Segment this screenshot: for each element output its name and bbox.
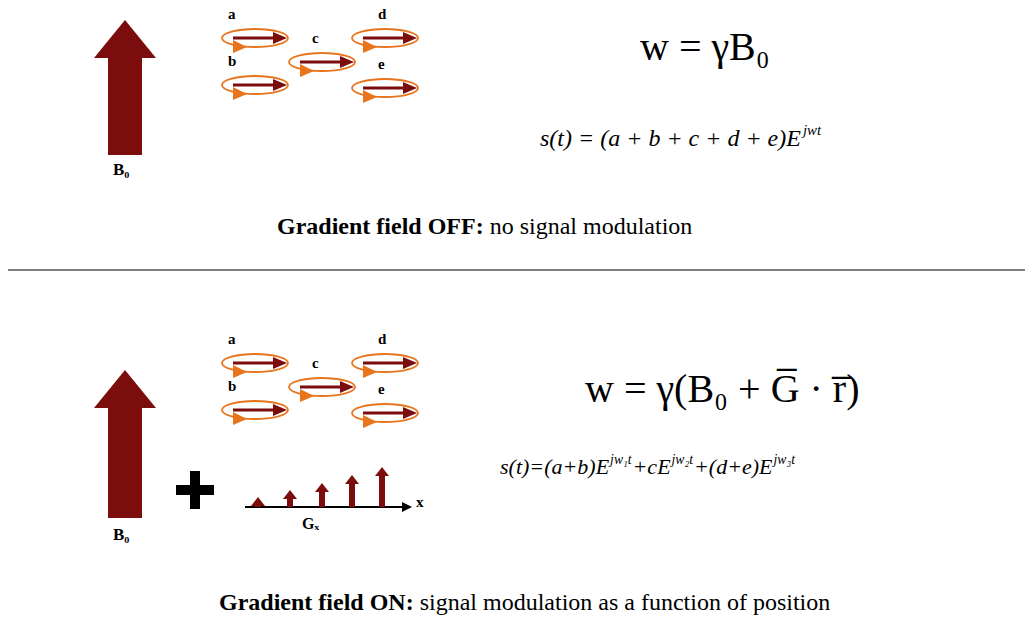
- precession-orbit: [352, 29, 418, 47]
- spin-symbol: [289, 378, 355, 402]
- orbit-arrowhead: [363, 415, 377, 428]
- spin-symbol: [222, 401, 288, 425]
- spin-arrowhead: [340, 381, 354, 393]
- divider-line: [8, 269, 1025, 270]
- signal-term: +(d+e)E: [694, 454, 773, 479]
- signal-exponent: jwt: [803, 122, 821, 138]
- b0-label: B₀: [113, 525, 129, 545]
- spin-arrowhead: [403, 357, 417, 369]
- signal-term: s(t) = (a + b + c + d + e)E: [540, 125, 801, 151]
- spin-symbol: [222, 29, 288, 53]
- signal-exponent: jw₃t: [774, 452, 795, 467]
- precession-orbit: [222, 29, 288, 47]
- caption: Gradient field ON:signal modulation as a…: [219, 588, 830, 617]
- orbit-arrowhead: [363, 90, 377, 103]
- signal-equation: s(t)=(a+b)Ejw₁t+cEjw₂t+(d+e)Ejw₃t: [500, 452, 795, 481]
- b0-arrow: [94, 20, 156, 518]
- spin-arrowhead: [403, 82, 417, 94]
- spin-vector: [363, 411, 405, 414]
- precession-orbit: [352, 404, 418, 422]
- spin-label: d: [378, 6, 386, 23]
- larmor-equation: w = γB₀: [640, 24, 770, 70]
- spin-arrowhead: [273, 404, 287, 416]
- spin-arrowhead: [403, 32, 417, 44]
- spin-label: a: [228, 6, 236, 23]
- caption-heading: Gradient field ON:: [219, 589, 414, 615]
- gradient-label: Gₓ: [302, 515, 319, 533]
- precession-orbit: [352, 354, 418, 372]
- spin-label: a: [228, 331, 236, 348]
- orbit-arrowhead: [233, 40, 247, 53]
- spin-symbol: [352, 354, 418, 378]
- precession-orbit: [289, 53, 355, 71]
- orbit-arrowhead: [300, 64, 314, 77]
- orbit-arrowhead: [233, 365, 247, 378]
- spin-vector: [233, 83, 275, 86]
- precession-orbit: [289, 378, 355, 396]
- spin-arrowhead: [340, 56, 354, 68]
- spin-arrowhead: [273, 357, 287, 369]
- signal-term: +cE: [633, 454, 671, 479]
- b0-label: B₀: [113, 160, 129, 180]
- axis-label: x: [416, 494, 424, 511]
- spin-label: b: [228, 378, 236, 395]
- spin-label: e: [378, 56, 385, 73]
- spin-arrowhead: [273, 32, 287, 44]
- gradient-bar-head: [315, 483, 329, 492]
- spin-vector: [363, 361, 405, 364]
- caption-text: no signal modulation: [490, 213, 693, 239]
- gradient-bar: [287, 498, 293, 507]
- caption: Gradient field OFF:no signal modulation: [277, 212, 692, 241]
- gradient-bar-head: [251, 497, 265, 506]
- spin-vector: [300, 385, 342, 388]
- spin-symbol: [352, 404, 418, 428]
- spin-label: b: [228, 53, 236, 70]
- orbit-arrowhead: [233, 87, 247, 100]
- spin-arrowhead: [403, 407, 417, 419]
- spin-vector: [233, 361, 275, 364]
- precession-orbit: [222, 76, 288, 94]
- spin-label: c: [312, 355, 319, 372]
- caption-text: signal modulation as a function of posit…: [420, 589, 831, 615]
- precession-orbit: [222, 401, 288, 419]
- orbit-arrowhead: [363, 365, 377, 378]
- larmor-equation: w = γ(B₀ + G̅ · r̅): [585, 366, 859, 412]
- spin-vector: [233, 36, 275, 39]
- orbit-arrowhead: [300, 389, 314, 402]
- spin-vector: [233, 408, 275, 411]
- orbit-arrowhead: [363, 40, 377, 53]
- spin-symbol: [222, 76, 288, 100]
- spin-vector: [363, 86, 405, 89]
- spin-label: e: [378, 381, 385, 398]
- gradient-bar-head: [375, 467, 389, 476]
- caption-heading: Gradient field OFF:: [277, 213, 484, 239]
- spin-arrowhead: [273, 79, 287, 91]
- spin-symbol: [289, 53, 355, 77]
- gradient-bar-head: [345, 475, 359, 484]
- signal-exponent: jw₂t: [672, 452, 693, 467]
- gradient-bar-head: [283, 490, 297, 499]
- spin-symbol: [352, 29, 418, 53]
- gradient-bar: [349, 483, 355, 507]
- precession-orbit: [222, 354, 288, 372]
- gradient-bar: [319, 491, 325, 507]
- orbit-arrowhead: [233, 412, 247, 425]
- signal-equation: s(t) = (a + b + c + d + e)Ejwt: [540, 122, 821, 153]
- gradient-bar: [379, 475, 385, 507]
- signal-exponent: jw₁t: [610, 452, 631, 467]
- spin-symbol: [222, 354, 288, 378]
- spin-vector: [363, 36, 405, 39]
- gradient-field: [245, 467, 412, 512]
- spin-label: d: [378, 331, 386, 348]
- spin-vector: [300, 60, 342, 63]
- signal-term: s(t)=(a+b)E: [500, 454, 609, 479]
- spin-label: c: [312, 30, 319, 47]
- plus-sign: [176, 471, 214, 509]
- spin-symbol: [352, 79, 418, 103]
- precession-orbit: [352, 79, 418, 97]
